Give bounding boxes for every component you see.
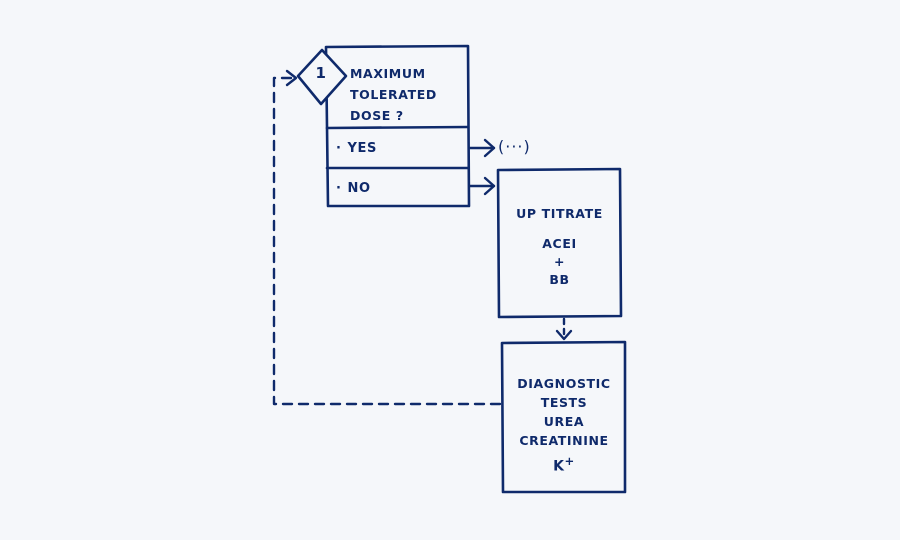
question-line-1: MAXIMUM [350, 66, 426, 81]
no-arrow [468, 176, 496, 196]
continuation-ellipsis: (···) [498, 137, 531, 156]
option-yes: · YES [336, 142, 377, 155]
option-no-label: NO [347, 181, 371, 196]
option-no-bullet: · [336, 181, 342, 196]
tests-line-tests: TESTS [540, 395, 588, 410]
tests-line-potassium: K+ [503, 450, 625, 475]
diagnostic-tests-box [500, 340, 627, 494]
tests-line-creatinine: CREATININE [519, 433, 609, 448]
question-box [324, 44, 471, 208]
question-line-3: DOSE ? [350, 108, 404, 123]
yes-arrow [468, 138, 496, 158]
loop-back-dashed-arrow [272, 69, 502, 406]
up-titrate-line-acei: ACEI [542, 236, 577, 251]
question-number: 1 [315, 64, 327, 82]
up-titrate-box [496, 167, 623, 319]
diagnostic-tests-text: DIAGNOSTIC TESTS UREA CREATININE K+ [503, 374, 625, 475]
option-yes-label: YES [347, 141, 378, 156]
up-titrate-line-plus: + [553, 254, 566, 269]
down-dashed-arrow [555, 317, 573, 341]
tests-line-urea: UREA [543, 414, 585, 429]
tests-line-diagnostic: DIAGNOSTIC [517, 376, 611, 391]
up-titrate-text: UP TITRATE ACEI + BB [499, 205, 620, 289]
question-divider-1 [325, 125, 470, 130]
potassium-symbol: K [553, 458, 565, 475]
up-titrate-line-bb: BB [549, 272, 570, 287]
option-yes-bullet: · [336, 141, 342, 156]
question-box-outline [324, 44, 471, 208]
question-text: MAXIMUM TOLERATED DOSE ? [350, 63, 437, 126]
potassium-charge: + [564, 454, 575, 468]
option-no: · NO [336, 182, 371, 195]
question-line-2: TOLERATED [350, 87, 437, 102]
question-number-diamond [296, 48, 348, 106]
up-titrate-title: UP TITRATE [516, 206, 603, 221]
